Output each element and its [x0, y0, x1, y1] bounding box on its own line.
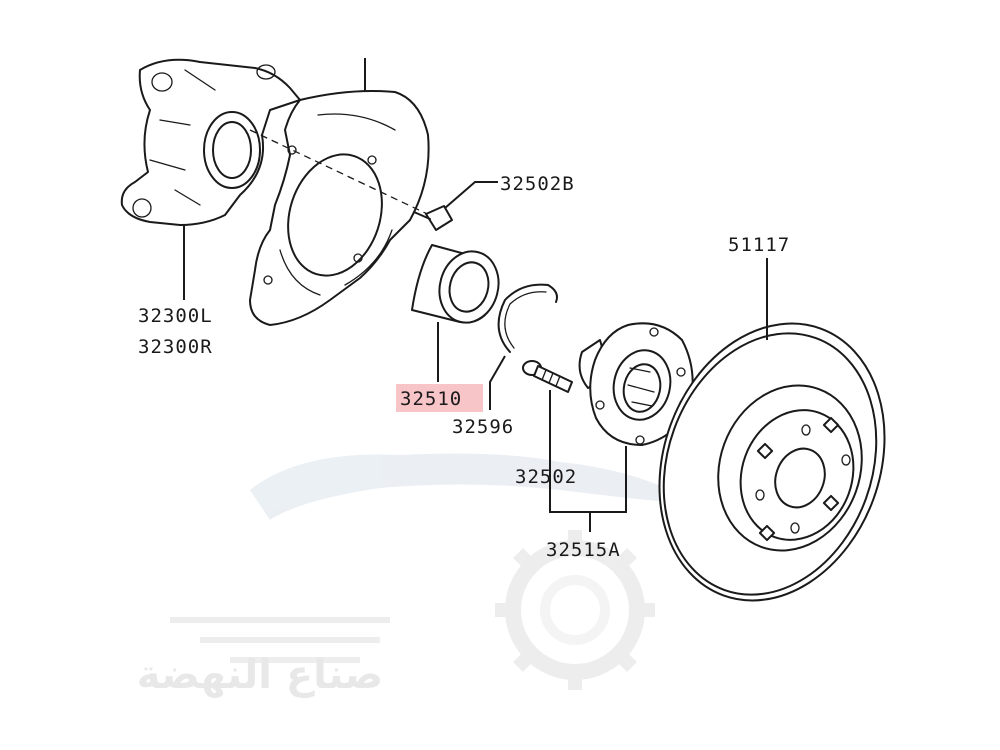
brake-disc — [658, 322, 886, 602]
label-51117[interactable]: 51117 — [728, 234, 790, 256]
watermark-speed-lines — [170, 617, 390, 663]
hub-flange — [578, 322, 694, 446]
label-32300L[interactable]: 32300L — [138, 305, 213, 327]
hub-bolt — [522, 360, 573, 393]
part-highlight — [396, 384, 483, 412]
mounting-bolt — [413, 205, 453, 231]
label-32300R[interactable]: 32300R — [138, 336, 213, 358]
disc-stud-hole — [758, 524, 776, 542]
disc-stud-hole — [756, 442, 774, 460]
watermark: صناع النهضة — [137, 453, 700, 698]
disc-stud-hole — [822, 494, 840, 512]
watermark-car-silhouette — [250, 453, 700, 520]
label-32515A[interactable]: 32515A — [546, 539, 621, 561]
disc-stud-hole — [822, 416, 840, 434]
snap-ring — [497, 283, 558, 353]
label-32502B[interactable]: 32502B — [500, 173, 575, 195]
hub-bearing — [411, 244, 500, 324]
dust-shield — [249, 90, 430, 326]
watermark-gear-icon — [495, 530, 655, 690]
label-32510[interactable]: 32510 — [400, 388, 462, 410]
label-32502[interactable]: 32502 — [515, 466, 577, 488]
steering-knuckle — [120, 58, 301, 226]
watermark-text: صناع النهضة — [137, 652, 383, 698]
label-32596[interactable]: 32596 — [452, 416, 514, 438]
leader-lines — [183, 58, 768, 532]
